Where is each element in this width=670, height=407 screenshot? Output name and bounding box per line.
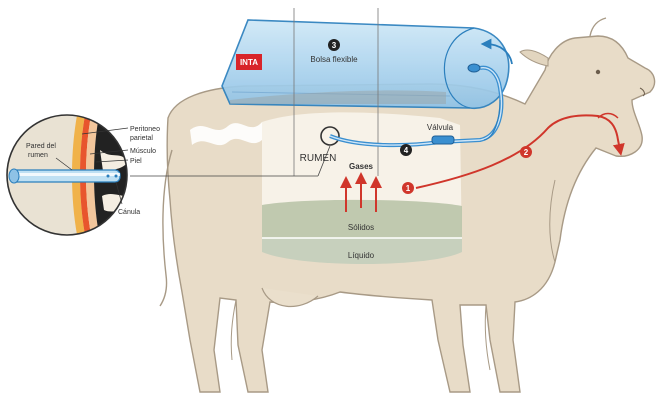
svg-text:1: 1 [406,184,411,193]
inta-logo: INTA [236,54,262,70]
svg-text:4: 4 [404,146,409,155]
rumen-wall-label-2: rumen [28,152,48,159]
badge-1: 1 [402,182,414,194]
svg-text:3: 3 [332,41,337,50]
badge-4: 4 [400,144,412,156]
badge-3: 3 [328,39,340,51]
gases-label: Gases [349,162,374,171]
rumen-wall-label-1: Pared del [26,143,56,150]
cannula-label: Cánula [118,209,140,216]
svg-text:2: 2 [524,148,529,157]
rumen-label: RUMEN [300,153,337,164]
solids-label: Sólidos [348,223,374,232]
badge-2: 2 [520,146,532,158]
bag-label: Bolsa flexible [310,55,358,64]
skin-label: Piel [130,158,142,165]
svg-text:INTA: INTA [240,58,258,67]
cannula-inset [0,110,134,240]
muscle-label: Músculo [130,148,156,155]
valve-label: Válvula [427,123,454,132]
flexible-bag [222,20,509,108]
peritoneum-label-1: Peritoneo [130,126,160,133]
liquid-label: Líquido [348,251,375,260]
peritoneum-label-2: parietal [130,135,153,142]
